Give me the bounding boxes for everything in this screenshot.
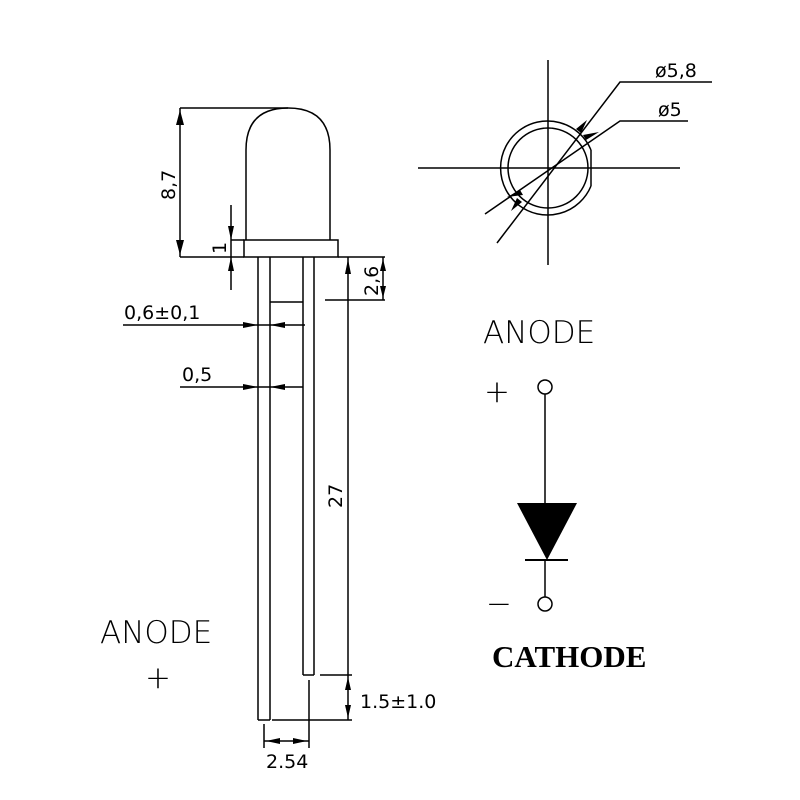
dim-inner-label: ø5: [658, 99, 682, 121]
anode-sign-right: +: [484, 374, 510, 410]
dim-standoff: 2,6: [325, 256, 386, 301]
dim-lead-length-label: 27: [325, 484, 347, 508]
cathode-terminal: [537, 596, 553, 612]
led-flange: [243, 239, 339, 258]
cathode-lead: [270, 257, 315, 676]
dim-lead-thin-label: 0,5: [182, 364, 212, 386]
cathode-label: CATHODE: [492, 639, 646, 674]
anode-label-right: ANODE: [483, 315, 595, 351]
led-top-view: ø5,8 ø5: [418, 60, 712, 265]
diode-triangle: [517, 503, 577, 560]
cathode-sign: −: [486, 586, 512, 622]
inner-outline: [507, 127, 589, 209]
dim-pitch-label: 2.54: [266, 751, 308, 773]
dim-outer-label: ø5,8: [655, 60, 697, 82]
led-dome: [245, 107, 331, 240]
diode-symbol: ANODE + − CATHODE: [483, 315, 646, 674]
dim-pitch: 2.54: [263, 680, 310, 773]
anode-lead: [257, 257, 271, 721]
dim-lead-width-label: 0,6±0,1: [124, 302, 200, 324]
dim-flange: 1: [209, 205, 244, 290]
anode-label-left: ANODE: [100, 615, 212, 651]
dim-lead-length: 27: [325, 257, 351, 720]
dim-lead-diff-label: 1.5±1.0: [360, 691, 436, 713]
dim-standoff-label: 2,6: [361, 266, 383, 296]
dim-flange-label: 1: [209, 242, 231, 254]
dim-lead-diff: 1.5±1.0: [272, 674, 436, 721]
dim-height: 8,7: [158, 107, 288, 258]
dim-lead-width: 0,6±0,1: [123, 302, 305, 328]
led-side-view: [243, 107, 339, 721]
dim-height-label: 8,7: [158, 170, 180, 200]
anode-terminal: [537, 379, 553, 395]
anode-sign-left: +: [145, 660, 171, 696]
outer-outline: [499, 120, 592, 216]
dim-lead-thin: 0,5: [180, 364, 303, 390]
